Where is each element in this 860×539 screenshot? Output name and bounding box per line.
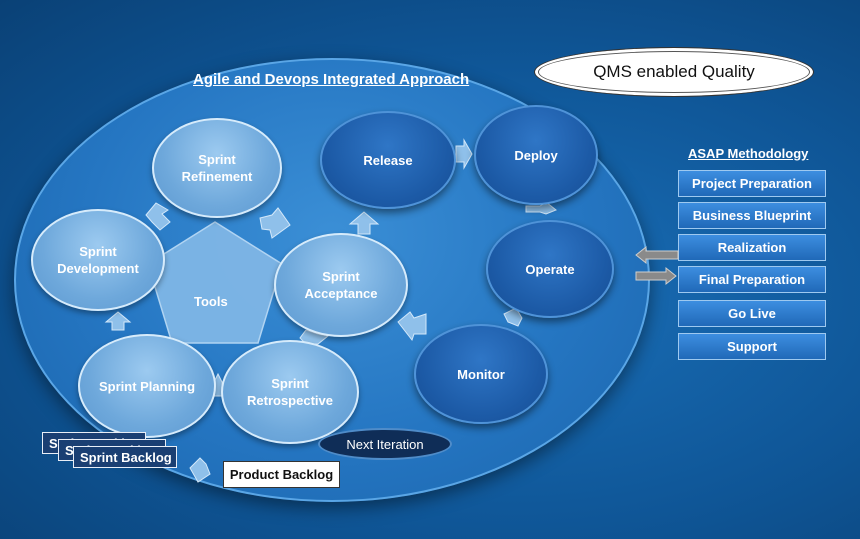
- next-iteration-label: Next Iteration: [318, 428, 452, 460]
- arrow-acceptance-to-release: [348, 211, 380, 235]
- sprint-backlog-card-front: Sprint Backlog: [73, 446, 177, 468]
- release-circle: Release: [320, 111, 456, 209]
- asap-item-final-preparation: Final Preparation: [678, 266, 826, 293]
- sprint-refinement-label: Sprint Refinement: [181, 152, 253, 184]
- arrow-dev-to-refinement: [145, 202, 171, 231]
- arrow-deploy-to-operate: [525, 201, 557, 215]
- asap-title: ASAP Methodology: [688, 146, 809, 161]
- sprint-development-circle: Sprint Development: [31, 209, 165, 311]
- release-label: Release: [363, 152, 413, 168]
- tools-label: Tools: [194, 294, 228, 309]
- sprint-development-label: Sprint Development: [57, 244, 139, 276]
- sprint-acceptance-circle: Sprint Acceptance: [274, 233, 408, 337]
- asap-item-support: Support: [678, 333, 826, 360]
- asap-item-realization: Realization: [678, 234, 826, 261]
- monitor-circle: Monitor: [414, 324, 548, 424]
- deploy-circle: Deploy: [474, 105, 598, 205]
- diagram-title: Agile and Devops Integrated Approach: [193, 71, 470, 88]
- arrow-release-to-deploy: [455, 138, 473, 170]
- qms-label: QMS enabled Quality: [534, 47, 814, 97]
- arrow-right-gray: [635, 266, 677, 286]
- asap-item-business-blueprint: Business Blueprint: [678, 202, 826, 229]
- monitor-label: Monitor: [457, 366, 505, 382]
- arrow-backlog-to-product: [189, 457, 211, 483]
- sprint-planning-circle: Sprint Planning: [78, 334, 216, 438]
- sprint-acceptance-label: Sprint Acceptance: [304, 269, 378, 301]
- arrow-monitor-to-acceptance: [397, 311, 427, 342]
- operate-label: Operate: [525, 261, 575, 277]
- sprint-retrospective-circle: Sprint Retrospective: [221, 340, 359, 444]
- sprint-planning-label: Sprint Planning: [98, 378, 196, 394]
- sprint-retrospective-label: Sprint Retrospective: [247, 376, 333, 408]
- arrow-refinement-to-acceptance: [259, 207, 291, 239]
- arrow-planning-to-dev: [104, 311, 132, 331]
- deploy-label: Deploy: [514, 147, 558, 163]
- sprint-backlog-card-front-label: Sprint Backlog: [80, 449, 172, 465]
- product-backlog-box: Product Backlog: [223, 461, 340, 488]
- asap-item-project-preparation: Project Preparation: [678, 170, 826, 197]
- sprint-refinement-circle: Sprint Refinement: [152, 118, 282, 218]
- arrow-left-gray: [635, 245, 679, 265]
- operate-circle: Operate: [486, 220, 614, 318]
- asap-item-go-live: Go Live: [678, 300, 826, 327]
